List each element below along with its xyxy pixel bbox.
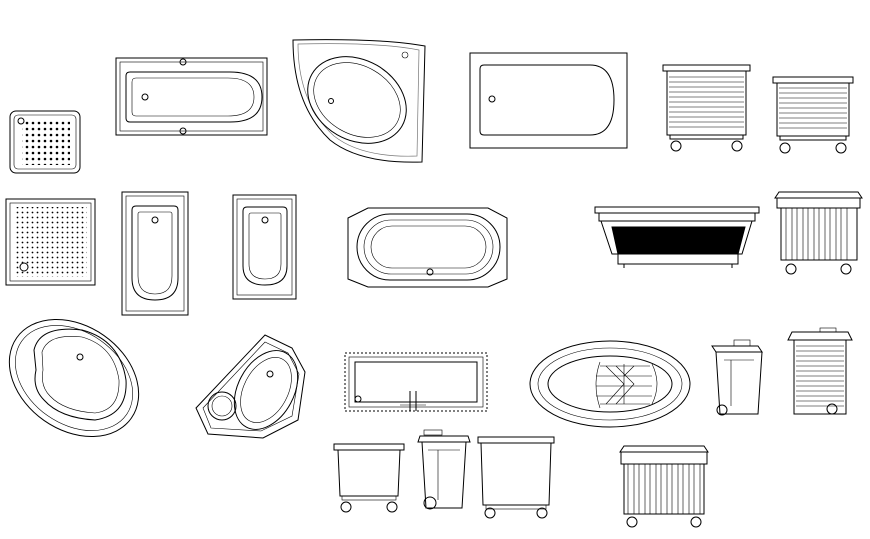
waste-container-ribbed-2	[619, 445, 709, 528]
bathtub-vertical-2	[232, 194, 297, 300]
waste-container-slatted-2	[772, 76, 854, 154]
bathtub-oval-horizontal	[347, 207, 508, 288]
bathtub-oval-tilted	[8, 318, 140, 438]
waste-container-slatted-1	[662, 64, 751, 152]
shower-tray-small-square	[9, 110, 81, 174]
wheelie-bin-2	[417, 429, 471, 510]
bathtub-rect-horizontal	[115, 57, 268, 136]
bathtub-oval-freestanding	[529, 340, 691, 428]
bathtub-corner-octagonal	[195, 334, 306, 439]
waste-container-small-2	[477, 436, 555, 519]
bathtub-vertical-1	[121, 191, 189, 316]
bathtub-rect-simple	[469, 52, 628, 149]
wheelie-bin-1	[711, 339, 763, 416]
shower-tray-large-square	[5, 198, 96, 286]
waste-container-ribbed-1	[774, 191, 863, 275]
waste-container-small-1	[333, 443, 405, 513]
bathtub-corner-quarter	[292, 39, 426, 163]
waste-container-side-view	[594, 206, 760, 268]
bathtub-rect-dotted	[344, 352, 488, 412]
wheelie-bin-ribbed	[787, 327, 853, 415]
